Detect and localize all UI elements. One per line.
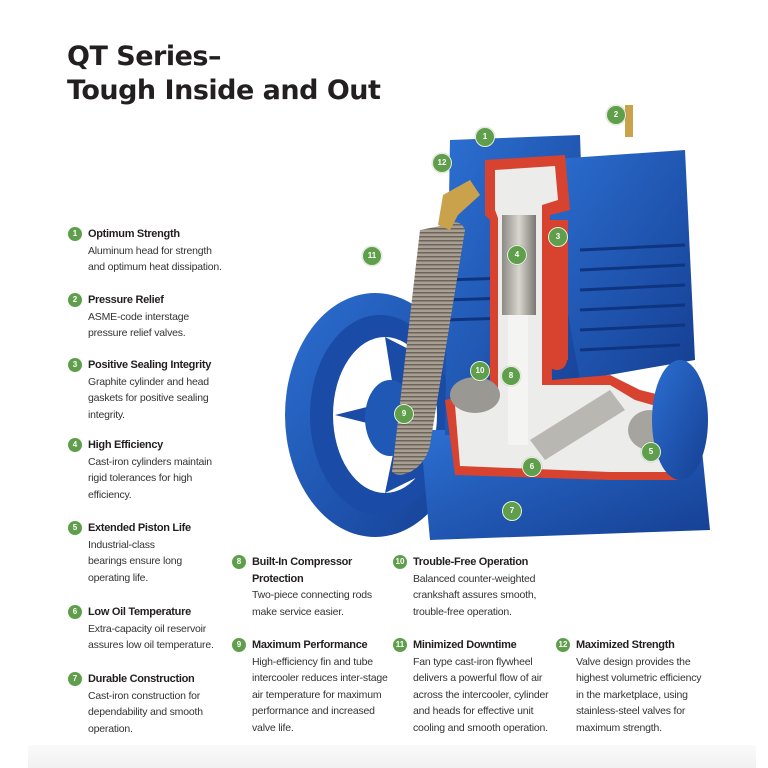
number-badge: 4	[68, 438, 82, 452]
feature-name: Positive Sealing Integrity	[88, 359, 212, 371]
feature-name: Durable Construction	[88, 673, 195, 685]
number-badge: 6	[68, 605, 82, 619]
marker-7: 7	[502, 501, 522, 521]
feature-1: 1 Optimum Strength Aluminum head for stre…	[68, 226, 238, 276]
feature-11: 11 Minimized Downtime Fan type cast-iron …	[393, 637, 568, 736]
feature-name: High Efficiency	[88, 439, 163, 451]
feature-12: 12 Maximized Strength Valve design provid…	[556, 637, 731, 736]
number-badge: 3	[68, 358, 82, 372]
feature-7: 7 Durable Construction Cast-iron construc…	[68, 671, 238, 737]
number-badge: 8	[232, 555, 246, 569]
feature-3: 3 Positive Sealing Integrity Graphite cyl…	[68, 357, 238, 423]
number-badge: 11	[393, 638, 407, 652]
marker-4: 4	[507, 245, 527, 265]
marker-8: 8	[501, 366, 521, 386]
marker-11: 11	[362, 246, 382, 266]
feature-10: 10 Trouble-Free Operation Balanced counte…	[393, 554, 563, 620]
number-badge: 10	[393, 555, 407, 569]
number-badge: 5	[68, 521, 82, 535]
feature-name: Maximum Performance	[252, 639, 368, 651]
feature-name: Pressure Relief	[88, 294, 164, 306]
marker-12: 12	[432, 153, 452, 173]
number-badge: 9	[232, 638, 246, 652]
feature-name: Maximized Strength	[576, 639, 675, 651]
marker-9: 9	[394, 404, 414, 424]
marker-2: 2	[606, 105, 626, 125]
feature-9: 9 Maximum Performance High-efficiency fin…	[232, 637, 407, 736]
marker-1: 1	[475, 127, 495, 147]
number-badge: 7	[68, 672, 82, 686]
marker-6: 6	[522, 457, 542, 477]
marker-5: 5	[641, 442, 661, 462]
feature-name: Extended Piston Life	[88, 522, 191, 534]
marker-3: 3	[548, 227, 568, 247]
number-badge: 1	[68, 227, 82, 241]
compressor-cutaway-image: 1 2 3 4 5 6 7 8 9 10 11 12	[280, 100, 720, 550]
page-title: QT Series– Tough Inside and Out	[67, 40, 381, 108]
feature-6: 6 Low Oil Temperature Extra-capacity oil …	[68, 604, 238, 654]
title-line-2: Tough Inside and Out	[67, 75, 381, 106]
number-badge: 12	[556, 638, 570, 652]
feature-name: Trouble-Free Operation	[413, 556, 529, 568]
bottom-band	[28, 745, 756, 768]
feature-4: 4 High Efficiency Cast-iron cylinders mai…	[68, 437, 238, 503]
title-line-1: QT Series–	[67, 41, 221, 72]
feature-name: Minimized Downtime	[413, 639, 517, 651]
compressor-illustration	[285, 105, 710, 540]
feature-name: Optimum Strength	[88, 228, 180, 240]
marker-10: 10	[470, 361, 490, 381]
number-badge: 2	[68, 293, 82, 307]
feature-name: Low Oil Temperature	[88, 606, 191, 618]
